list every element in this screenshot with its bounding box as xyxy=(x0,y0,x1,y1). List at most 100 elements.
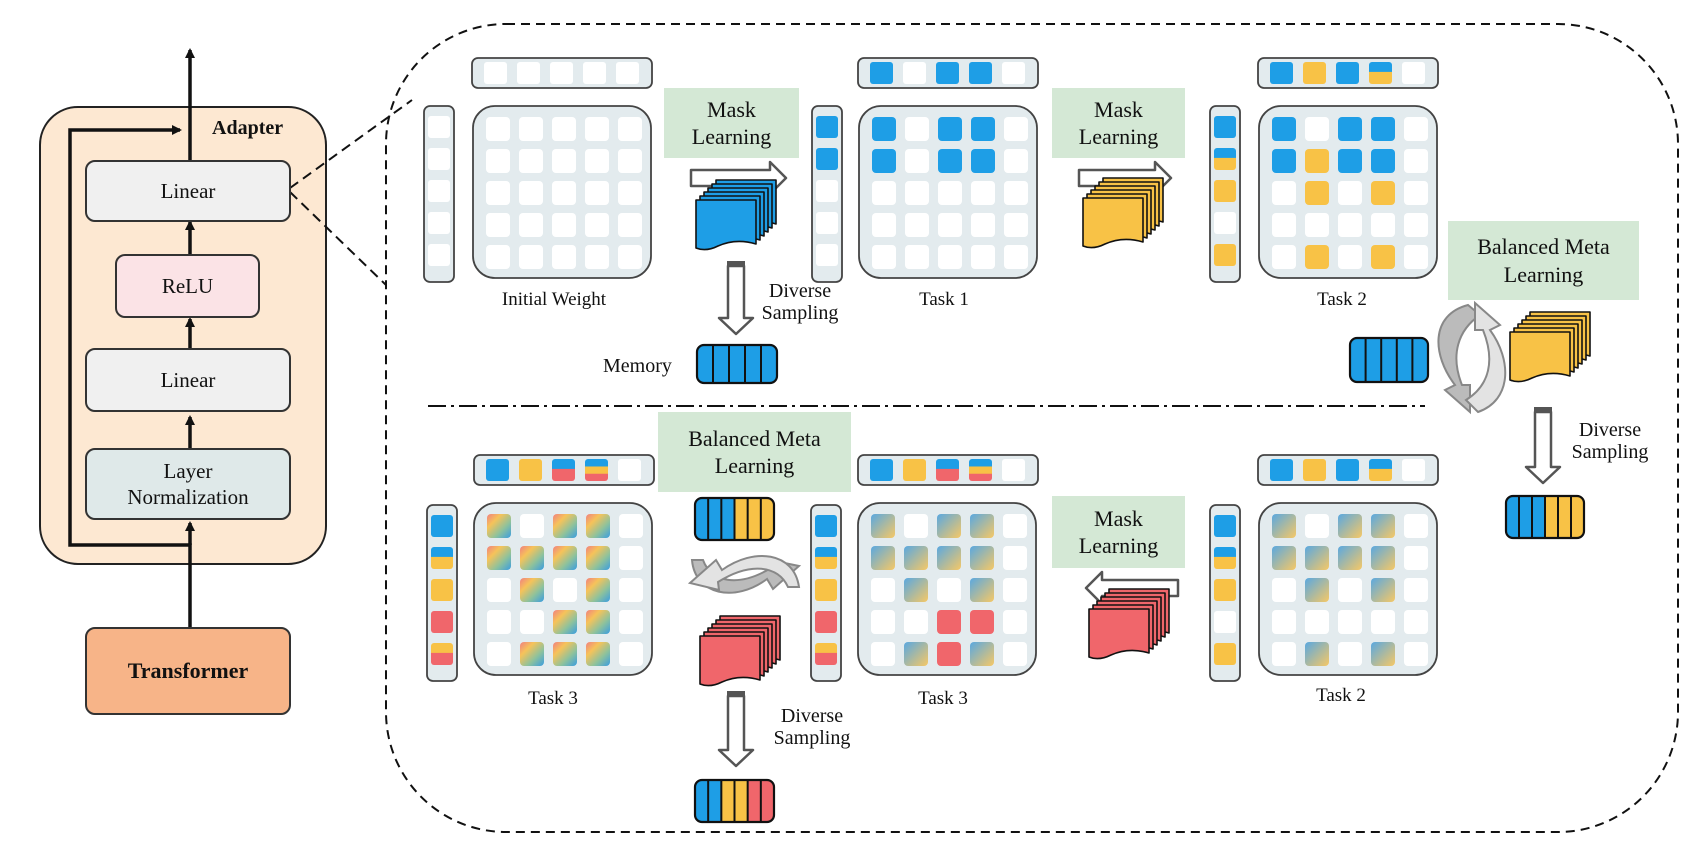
top-mask-cell xyxy=(870,62,893,84)
weight-cell xyxy=(1272,642,1296,666)
memory-slot xyxy=(760,498,774,540)
left-mask-cell xyxy=(1214,212,1236,234)
memory-slot xyxy=(734,498,749,540)
memory-label: Memory xyxy=(603,355,672,377)
arrow-cap-1 xyxy=(727,261,745,267)
top-mask-cell xyxy=(585,459,608,481)
top-mask-cell xyxy=(936,62,959,84)
weight-cell xyxy=(970,610,994,634)
weight-cell xyxy=(1371,514,1395,538)
matrix-task1 xyxy=(811,57,1039,283)
top-mask-cell xyxy=(1369,459,1392,481)
left-mask-cell xyxy=(431,515,453,537)
weight-cell xyxy=(519,149,543,173)
weight-cell xyxy=(1371,213,1395,237)
memory-slot xyxy=(1381,338,1398,382)
weight-cell xyxy=(552,245,576,269)
cycle-arrows-right xyxy=(1437,300,1507,415)
relu-block[interactable]: ReLU xyxy=(115,254,260,318)
residual-connection xyxy=(68,125,192,627)
weight-cell xyxy=(1272,181,1296,205)
top-mask-cell xyxy=(616,62,639,84)
weight-cell xyxy=(1004,149,1028,173)
weight-cell xyxy=(938,149,962,173)
matrix-initial xyxy=(423,57,653,283)
top-mask-cell xyxy=(550,62,573,84)
weight-cell xyxy=(1404,245,1428,269)
left-mask-cell xyxy=(816,212,838,234)
weight-cell xyxy=(1371,546,1395,570)
left-mask-cell xyxy=(1214,244,1236,266)
weight-cell xyxy=(1003,546,1027,570)
top-mask-cell xyxy=(583,62,606,84)
feature-stack-stack-orange-1 xyxy=(1082,177,1164,249)
weight-cell xyxy=(552,213,576,237)
top-mask-cell xyxy=(517,62,540,84)
weight-cell xyxy=(970,514,994,538)
memory-slot xyxy=(761,345,777,383)
left-mask-cell xyxy=(428,212,450,234)
top-mask-cell xyxy=(903,459,926,481)
weight-cell xyxy=(904,514,928,538)
left-mask-cell xyxy=(815,547,837,569)
left-mask-cell xyxy=(815,579,837,601)
weight-cell xyxy=(1305,546,1329,570)
weight-cell xyxy=(871,546,895,570)
memory-bank-memory-right-top xyxy=(1348,336,1430,384)
left-mask-cell xyxy=(428,116,450,138)
weight-cell xyxy=(872,213,896,237)
initial-weight-label: Initial Weight xyxy=(501,289,607,310)
weight-cell xyxy=(872,117,896,141)
top-mask-cell xyxy=(552,459,575,481)
weight-cell xyxy=(619,514,643,538)
weight-cell xyxy=(1338,610,1362,634)
weight-cell xyxy=(1338,578,1362,602)
weight-cell xyxy=(1305,245,1329,269)
left-mask-cell xyxy=(816,148,838,170)
arrow-cap-2 xyxy=(1534,407,1552,413)
left-mask-cell xyxy=(1214,547,1236,569)
matrix-task3-left xyxy=(426,454,655,682)
left-mask-cell xyxy=(1214,515,1236,537)
top-mask-cell xyxy=(1336,62,1359,84)
balanced-meta-label-2: Balanced Meta Learning xyxy=(658,412,851,492)
weight-cell xyxy=(971,213,995,237)
weight-cell xyxy=(1404,514,1428,538)
layer-normalization-block[interactable]: Layer Normalization xyxy=(85,448,291,520)
memory-slot xyxy=(1519,496,1533,538)
left-mask-cell xyxy=(815,611,837,633)
weight-cell xyxy=(585,245,609,269)
top-mask-cell xyxy=(519,459,542,481)
weight-cell xyxy=(585,149,609,173)
weight-cell xyxy=(1004,213,1028,237)
weight-cell xyxy=(1305,642,1329,666)
weight-cell xyxy=(618,213,642,237)
linear-top-block[interactable]: Linear xyxy=(85,160,291,222)
memory-slot xyxy=(1506,496,1520,538)
weight-cell xyxy=(1404,642,1428,666)
weight-cell xyxy=(519,181,543,205)
top-mask-cell xyxy=(969,62,992,84)
memory-slot xyxy=(713,345,730,383)
weight-cell xyxy=(1305,610,1329,634)
weight-cell xyxy=(586,578,610,602)
top-mask-cell xyxy=(969,459,992,481)
weight-cell xyxy=(585,117,609,141)
transformer-block[interactable]: Transformer xyxy=(85,627,291,715)
left-mask-cell xyxy=(431,547,453,569)
weight-cell xyxy=(520,610,544,634)
weight-cell xyxy=(905,245,929,269)
weight-cell xyxy=(520,642,544,666)
weight-cell xyxy=(1338,117,1362,141)
task3-mid-label: Task 3 xyxy=(918,688,968,709)
weight-cell xyxy=(486,117,510,141)
top-mask-cell xyxy=(1369,62,1392,84)
weight-cell xyxy=(970,546,994,570)
linear-bottom-block[interactable]: Linear xyxy=(85,348,291,412)
weight-cell xyxy=(938,181,962,205)
memory-slot xyxy=(760,780,774,822)
weight-cell xyxy=(904,642,928,666)
weight-cell xyxy=(1272,213,1296,237)
weight-cell xyxy=(905,181,929,205)
weight-cell xyxy=(552,149,576,173)
